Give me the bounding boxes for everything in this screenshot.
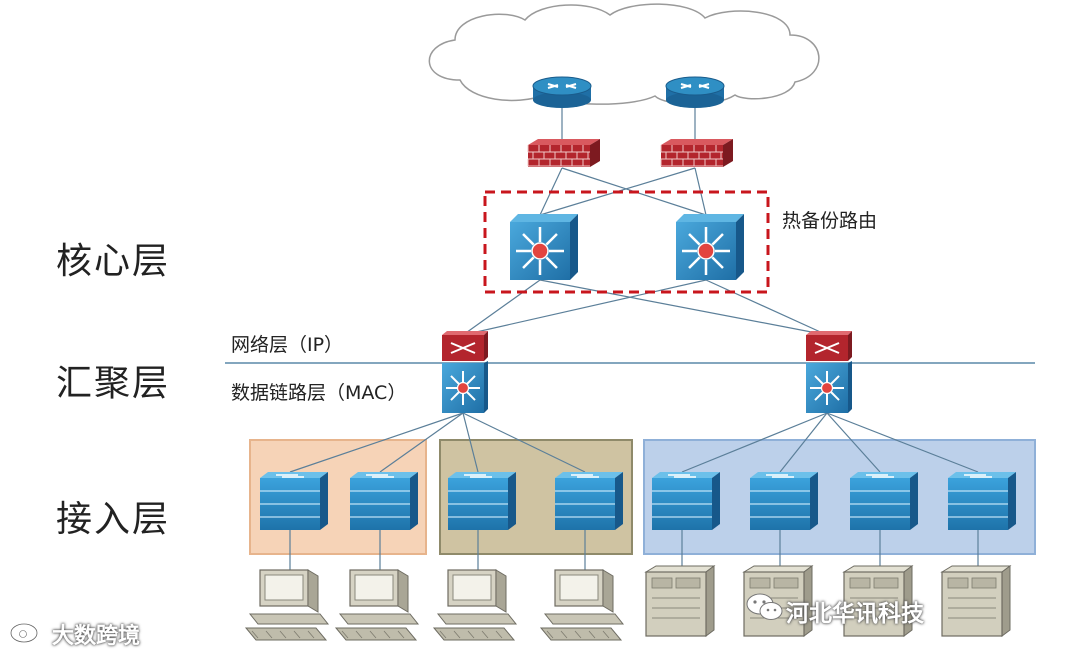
access-switch-7-icon (850, 472, 918, 530)
aggregation-switch-2-icon (806, 331, 852, 413)
access-switch-2-icon (350, 472, 418, 530)
router-2-icon (665, 76, 725, 108)
core-layer-label: 核心层 (56, 241, 171, 282)
core-switches (510, 214, 744, 280)
router-1-icon (532, 76, 592, 108)
datalink-layer-label: 数据链路层（MAC） (231, 382, 407, 404)
access-switches (260, 472, 1016, 530)
access-switch-8-icon (948, 472, 1016, 530)
watermark-right: 河北华讯科技 (786, 601, 924, 627)
firewall-1-icon (527, 139, 600, 167)
pc-icon (539, 569, 625, 641)
access-layer-label: 接入层 (56, 499, 171, 540)
core-switch-2-icon (676, 214, 744, 280)
pc-icon (432, 569, 518, 641)
aggregation-switches (442, 331, 852, 413)
firewall-2-icon (660, 139, 733, 167)
access-switch-4-icon (555, 472, 623, 530)
hot-standby-label: 热备份路由 (782, 210, 878, 232)
access-switch-1-icon (260, 472, 328, 530)
server-icon (842, 565, 914, 637)
routers (532, 76, 725, 108)
server-icon (940, 565, 1012, 637)
pc-icon (244, 569, 330, 641)
watermark-left: 大数跨境 (52, 624, 141, 649)
wechat-logo-icon (746, 593, 783, 620)
pc-icon (334, 569, 420, 641)
access-switch-6-icon (750, 472, 818, 530)
access-switch-5-icon (652, 472, 720, 530)
network-layer-label: 网络层（IP） (231, 334, 344, 356)
weibo-logo-icon (9, 621, 48, 644)
firewalls (527, 139, 733, 167)
core-switch-1-icon (510, 214, 578, 280)
aggregation-layer-label: 汇聚层 (56, 363, 171, 404)
internet-cloud (428, 3, 820, 105)
aggregation-switch-1-icon (442, 331, 488, 413)
server-icon (644, 565, 716, 637)
access-switch-3-icon (448, 472, 516, 530)
